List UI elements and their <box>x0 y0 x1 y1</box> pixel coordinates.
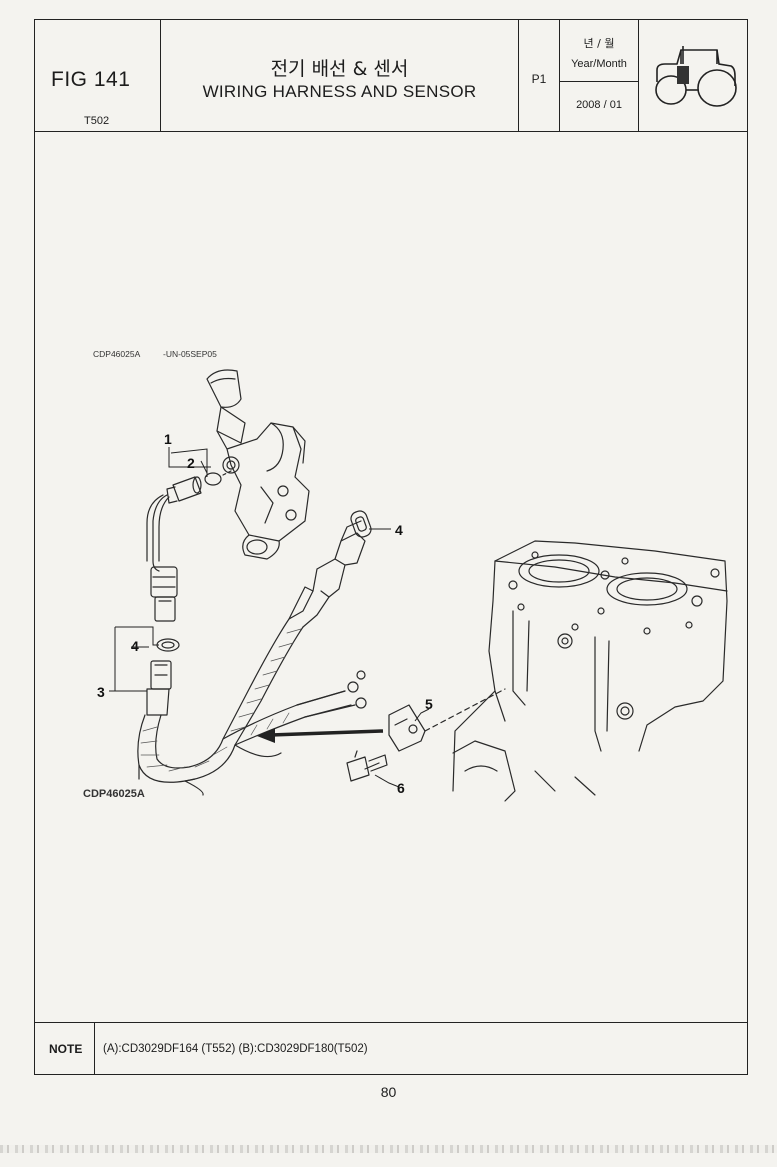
callout-4-left: 4 <box>131 638 139 654</box>
icon-cell <box>639 20 747 131</box>
callout-2: 2 <box>187 455 195 471</box>
title-english: WIRING HARNESS AND SENSOR <box>202 82 477 101</box>
parts-diagram: 1 2 3 4 4 5 6 CDP46025A -UN-05SEP05 CDP4… <box>83 349 728 802</box>
tractor-icon <box>655 46 737 107</box>
note-text: (A):CD3029DF164 (T552) (B):CD3029DF180(T… <box>103 1043 368 1055</box>
ref-code-suffix: -UN-05SEP05 <box>163 349 217 359</box>
engine-block <box>452 540 728 802</box>
temperature-sensor <box>146 476 202 572</box>
date-label-english: Year/Month <box>571 58 627 70</box>
date-label-korean: 년 / 월 <box>583 37 615 50</box>
ref-code-top: CDP46025A <box>93 349 141 359</box>
ref-code-bottom: CDP46025A <box>83 788 145 800</box>
sensor-connector <box>150 566 178 622</box>
fig-label: FIG 141 <box>51 68 131 91</box>
callout-4-right: 4 <box>395 522 403 538</box>
note-row: NOTE (A):CD3029DF164 (T552) (B):CD3029DF… <box>35 1022 747 1075</box>
callout-6: 6 <box>397 780 405 796</box>
ring-terminals <box>296 670 367 718</box>
o-ring <box>204 472 222 486</box>
direction-arrow <box>257 728 384 743</box>
harness-wrap-texture <box>140 628 302 772</box>
callout-1: 1 <box>164 431 172 447</box>
harness-connector-left <box>146 660 172 716</box>
model-code: T502 <box>84 115 110 127</box>
page-cell: P1 <box>519 20 560 131</box>
harness-connector-upper <box>288 520 366 628</box>
date-value: 2008 / 01 <box>576 99 622 111</box>
note-label: NOTE <box>35 1023 95 1075</box>
page-number: 80 <box>380 1084 397 1100</box>
header-table: FIG 141 T502 전기 배선 & 센서 WIRING HARNESS A… <box>35 20 747 132</box>
page-frame: FIG 141 T502 전기 배선 & 센서 WIRING HARNESS A… <box>34 19 748 1075</box>
connector-seal-right <box>350 510 372 538</box>
title-cell: 전기 배선 & 센서 WIRING HARNESS AND SENSOR <box>161 20 519 131</box>
thermostat-housing <box>206 369 310 560</box>
harness-bracket <box>388 704 426 752</box>
scan-artifact <box>0 1145 777 1153</box>
flange-bolt <box>346 750 388 782</box>
title-korean: 전기 배선 & 센서 <box>270 58 409 80</box>
page-code: P1 <box>531 72 547 86</box>
connector-seal-left <box>156 638 180 652</box>
date-cell: 년 / 월 Year/Month 2008 / 01 <box>560 20 639 131</box>
callout-3: 3 <box>97 684 105 700</box>
date-divider <box>560 81 638 82</box>
callout-5: 5 <box>425 696 433 712</box>
fig-cell: FIG 141 T502 <box>35 20 161 131</box>
wiring-harness <box>137 618 352 796</box>
